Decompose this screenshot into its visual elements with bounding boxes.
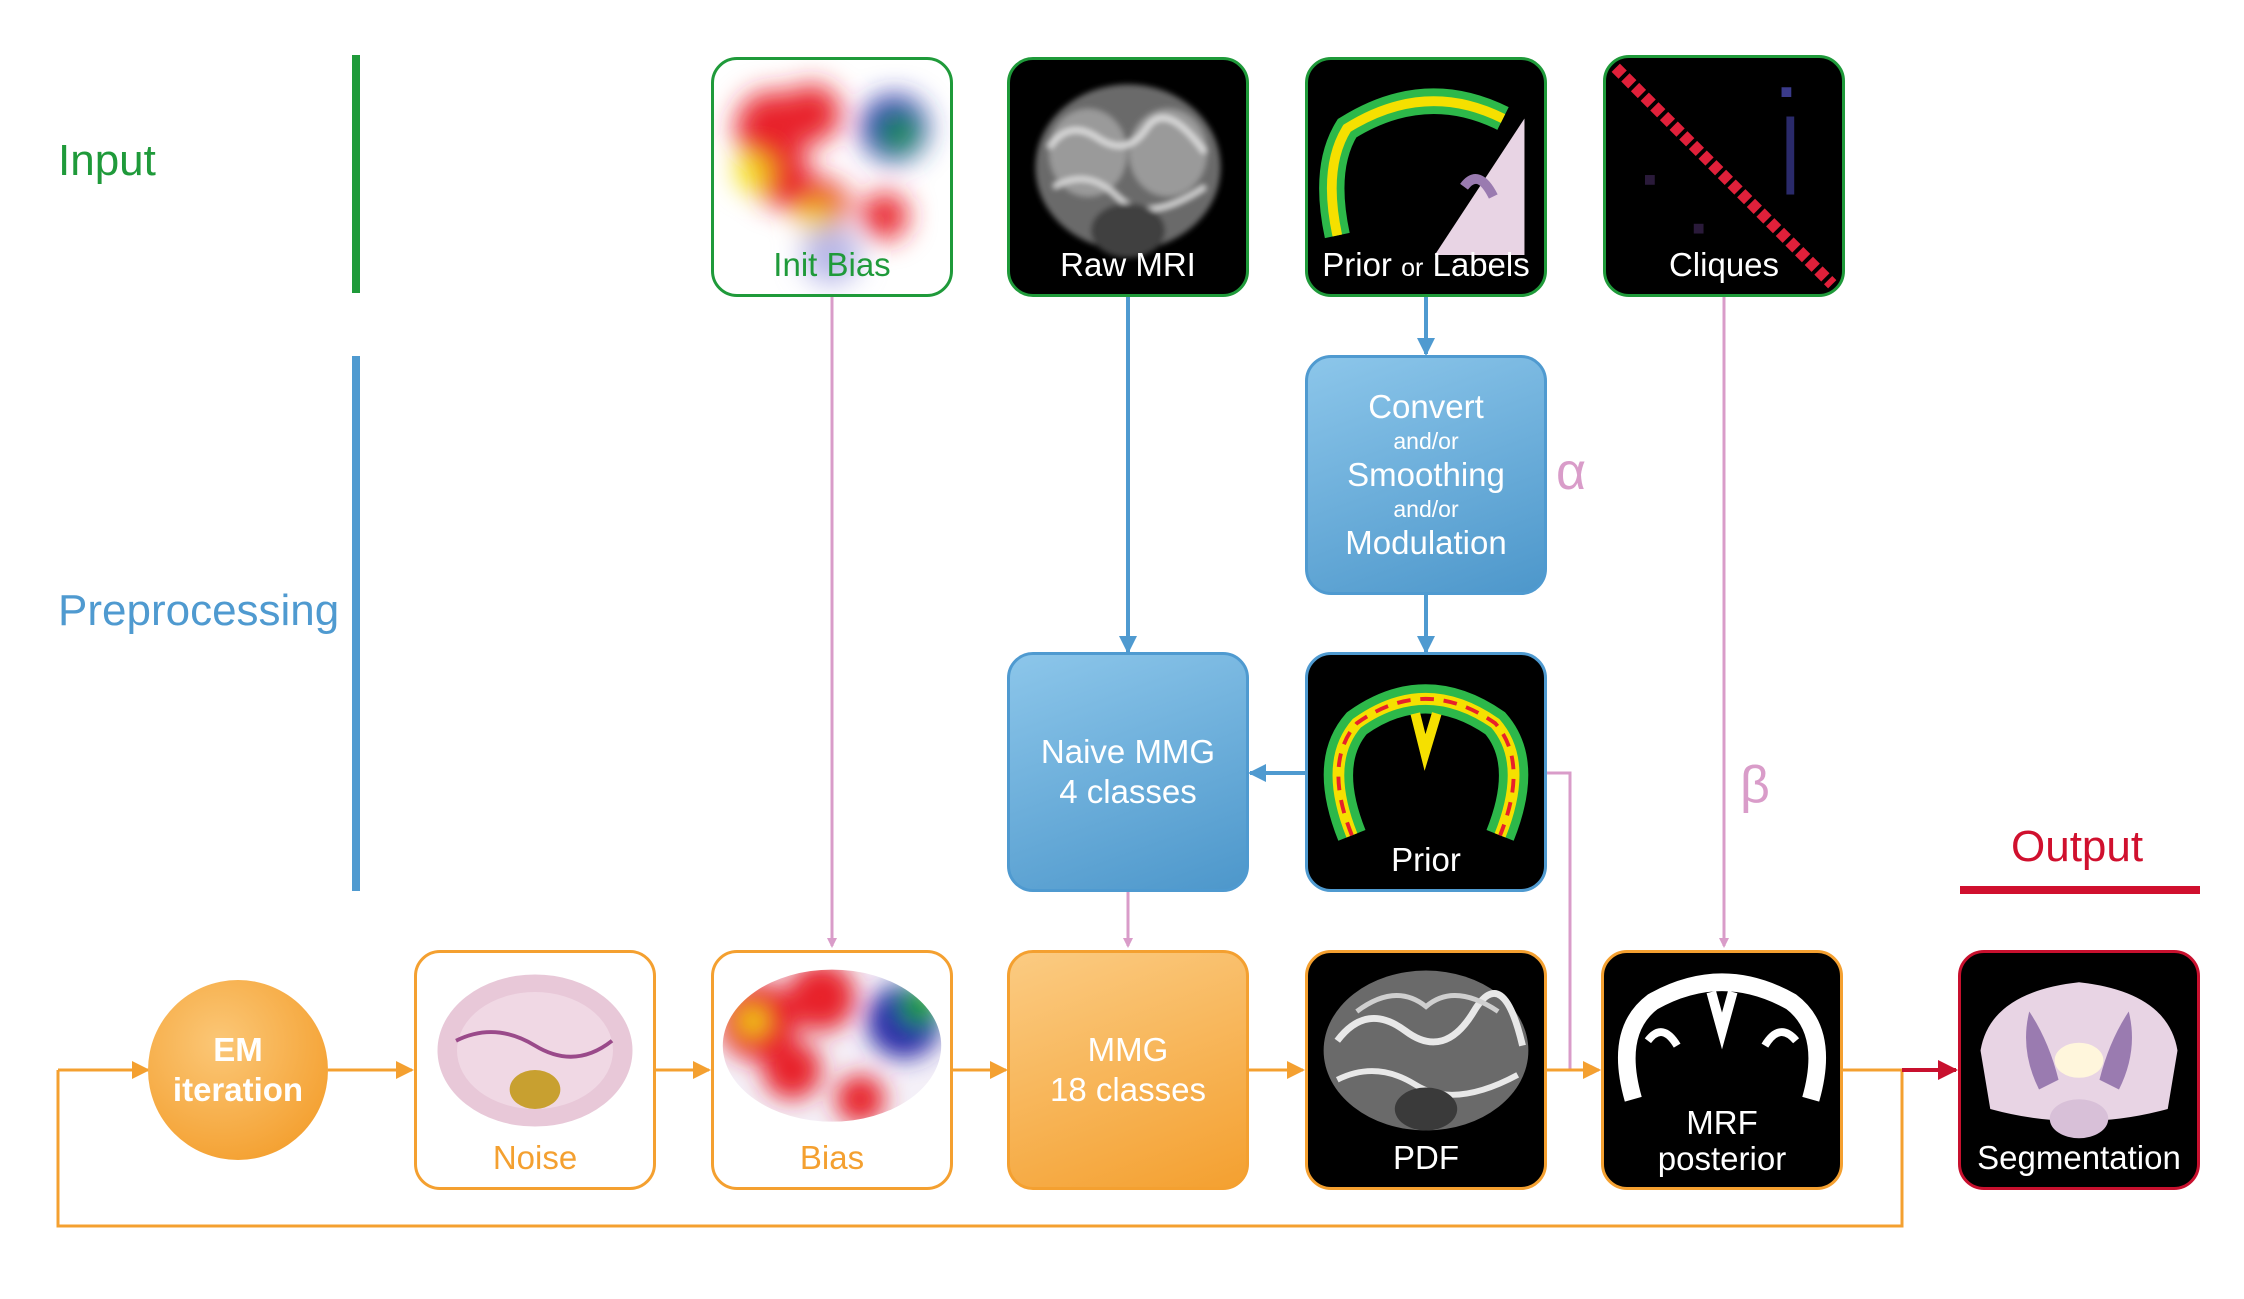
output-section-label: Output: [2011, 822, 2144, 871]
prior-labels-image: [1319, 88, 1525, 265]
and-or-text-1: and/or: [1393, 428, 1459, 454]
segmentation-label: Segmentation: [1977, 1139, 2181, 1176]
alpha-parameter: α: [1556, 443, 1587, 501]
convert-smoothing-modulation-box: Convert and/or Smoothing and/or Modulati…: [1305, 355, 1547, 595]
segmentation-image: [1980, 982, 2178, 1139]
preprocessing-section-label: Preprocessing: [58, 586, 340, 635]
four-classes-text: 4 classes: [1059, 773, 1197, 810]
beta-parameter: β: [1740, 756, 1770, 814]
mmg-box: MMG 18 classes: [1007, 950, 1249, 1190]
eighteen-classes-text: 18 classes: [1050, 1071, 1206, 1108]
modulation-text: Modulation: [1345, 524, 1507, 561]
bias-tile: Bias: [711, 950, 953, 1190]
em-iteration-node: EM iteration: [148, 980, 328, 1160]
output-section-bar: [1960, 886, 2200, 894]
mmg-text: MMG: [1087, 1031, 1169, 1068]
pdf-label: PDF: [1393, 1139, 1459, 1176]
mrf-posterior-tile: MRF posterior: [1601, 950, 1843, 1190]
bias-heatmap-image: [735, 84, 928, 285]
init-bias-label: Init Bias: [773, 246, 891, 283]
naive-mmg-box: Naive MMG 4 classes: [1007, 652, 1249, 892]
bias-image: [722, 969, 942, 1122]
iteration-text: iteration: [172, 1071, 304, 1108]
em-text: EM: [213, 1031, 263, 1068]
prior-or-labels-tile: Prior or Labels: [1305, 57, 1547, 297]
raw-mri-image: [1035, 84, 1221, 258]
mrf-posterior-image: [1618, 973, 1826, 1102]
naive-mmg-text: Naive MMG: [1040, 733, 1216, 770]
noise-tile: Noise: [414, 950, 656, 1190]
segmentation-tile: Segmentation: [1958, 950, 2200, 1190]
smoothing-text: Smoothing: [1347, 456, 1505, 493]
prior-or-labels-label: Prior or Labels: [1308, 246, 1544, 284]
posterior-text: posterior: [1657, 1140, 1787, 1177]
cliques-tile: Cliques: [1603, 55, 1845, 297]
raw-mri-tile: Raw MRI: [1007, 57, 1249, 297]
pdf-tile: PDF: [1305, 950, 1547, 1190]
bias-label: Bias: [799, 1139, 865, 1176]
prior-word: Prior: [1322, 246, 1392, 283]
prior-image: [1323, 684, 1529, 841]
preprocessing-section-bar: [352, 356, 360, 891]
noise-image: [437, 974, 633, 1127]
noise-label: Noise: [492, 1139, 578, 1176]
arrow-prior-to-mrf: [1547, 771, 1601, 1075]
cliques-label: Cliques: [1668, 246, 1780, 283]
raw-mri-label: Raw MRI: [1060, 246, 1196, 283]
mrf-text: MRF: [1686, 1104, 1758, 1141]
convert-text: Convert: [1368, 388, 1484, 425]
init-bias-tile: Init Bias: [711, 57, 953, 297]
labels-word: Labels: [1432, 246, 1530, 283]
pdf-image: [1323, 970, 1529, 1131]
prior-tile: Prior: [1305, 652, 1547, 892]
input-section-bar: [352, 55, 360, 293]
or-word: or: [1401, 254, 1424, 282]
and-or-text-2: and/or: [1393, 496, 1459, 522]
input-section-label: Input: [58, 136, 156, 185]
mrf-posterior-label: MRF posterior: [1604, 1105, 1840, 1177]
prior-label: Prior: [1391, 841, 1461, 878]
cliques-matrix-image: [1611, 63, 1837, 289]
